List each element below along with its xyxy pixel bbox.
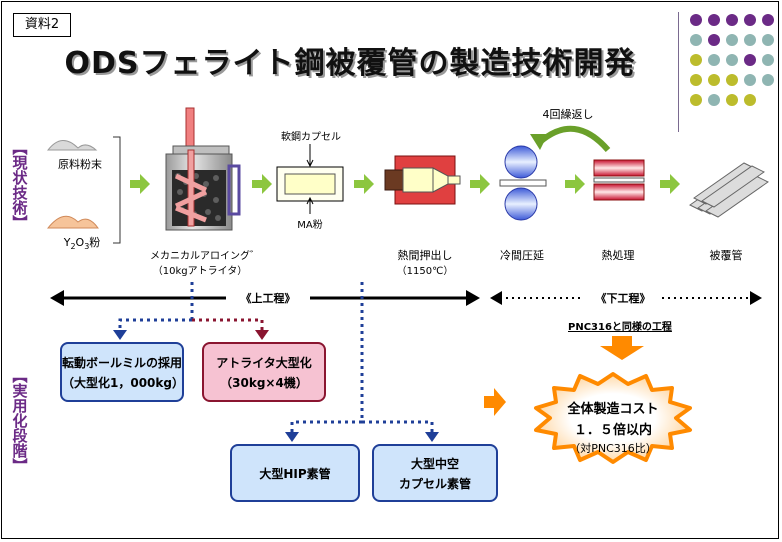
hot-extrusion-label: 熱間押出し	[397, 249, 453, 262]
powder-bracket	[113, 136, 121, 244]
cold-rolling-label: 冷間圧延	[500, 249, 544, 262]
cladding-tube-label: 被覆管	[709, 249, 743, 262]
temp-1150-label: （1150℃）	[396, 266, 454, 277]
decor-line	[678, 12, 679, 132]
dot-row-1	[690, 14, 774, 26]
mechanical-alloying-label: メカニカルアロイング゛	[150, 251, 260, 262]
attritor-large-line1: アトライタ大型化	[216, 355, 312, 370]
flow-arrow-4	[470, 174, 490, 194]
document-tag: 資料2	[13, 13, 71, 37]
raw-powder-heap-icon	[46, 140, 98, 151]
same-as-pnc316-label: PNC316と同様の工程	[568, 322, 672, 333]
total-cost-line2: １．５倍以内	[573, 423, 652, 438]
total-cost-text: 全体製造コスト １．５倍以内 （対PNC316比）	[551, 398, 675, 456]
dot-row-4	[690, 74, 774, 86]
repeat-label: 4回繰返し	[542, 108, 594, 121]
rolling-ball-mill-line1: 転動ボールミルの採用	[62, 355, 183, 370]
dot-row-5	[690, 94, 756, 106]
capsule-icon	[276, 144, 344, 214]
y2o3-mid: O	[75, 236, 85, 249]
cold-rolling-icon	[499, 145, 547, 221]
flow-arrows	[130, 174, 680, 194]
arrowhead-hollow	[425, 432, 439, 442]
flow-arrow-3	[354, 174, 374, 194]
large-hollow-line1: 大型中空	[410, 456, 459, 471]
dotted-connector-attritor	[118, 282, 264, 330]
extrusion-icon	[384, 155, 461, 205]
repeat-arrow-icon	[538, 125, 611, 152]
heat-treatment-icon	[593, 159, 645, 201]
raw-powder-label: 原料粉末	[58, 158, 102, 171]
orange-down-arrow	[600, 336, 644, 360]
ma-powder-label: MA粉	[297, 220, 323, 231]
arrowhead-attritor-large	[255, 330, 269, 340]
y2o3-heap-icon	[46, 215, 99, 229]
flow-arrow-6	[660, 174, 680, 194]
large-hollow-line2: カプセル素管	[398, 476, 471, 491]
y2o3-tail: 粉	[89, 236, 101, 249]
rolling-ball-mill-box: 転動ボールミルの採用 （大型化1，000kg）	[60, 342, 184, 402]
attritor-icon	[165, 107, 241, 231]
section-label-practical: 【実用化段階】	[8, 368, 30, 477]
orange-right-arrow	[484, 388, 506, 416]
attritor-large-box: アトライタ大型化 （30kg×4機）	[202, 342, 326, 402]
y2o3-sub2: 3	[84, 242, 90, 252]
dot-row-2	[690, 34, 774, 46]
section-label-current-text: 【現状技術】	[10, 140, 29, 230]
section-label-practical-text: 【実用化段階】	[10, 368, 29, 473]
dotted-connector-extrusion	[290, 282, 434, 432]
y2o3-label: Y2O3粉	[52, 234, 112, 251]
lower-process-label: 《下工程》	[584, 290, 662, 306]
dot-row-3	[690, 54, 774, 66]
cladding-tubes-icon	[689, 162, 769, 218]
total-cost-line3: （対PNC316比）	[569, 442, 657, 455]
upper-process-label: 《上工程》	[226, 290, 310, 306]
heat-treatment-label: 熱処理	[601, 249, 635, 262]
arrowhead-ball-mill	[113, 330, 127, 340]
section-label-current: 【現状技術】	[8, 140, 30, 234]
large-hollow-box: 大型中空 カプセル素管	[372, 444, 498, 502]
y2o3-sub1: 2	[70, 242, 76, 252]
large-hip-label: 大型HIP素管	[259, 466, 331, 481]
cost-burst-shape	[534, 372, 692, 464]
large-hip-box: 大型HIP素管	[230, 444, 360, 502]
page-title: ODSフェライト鋼被覆管の製造技術開発	[64, 46, 636, 81]
attritor-large-line2: （30kg×4機）	[220, 375, 308, 390]
total-cost-line1: 全体製造コスト	[567, 402, 659, 417]
arrowhead-hip	[285, 432, 299, 442]
attritor-10kg-label: （10kgアトライタ）	[152, 266, 248, 277]
flow-arrow-1	[130, 174, 150, 194]
y2o3-base: Y	[63, 236, 71, 249]
flow-arrow-2	[252, 174, 272, 194]
rolling-ball-mill-line2: （大型化1，000kg）	[62, 375, 184, 390]
flow-arrow-5	[565, 174, 585, 194]
soft-steel-capsule-label: 軟鋼カプセル	[281, 132, 341, 143]
decor-dot-grid	[690, 14, 774, 106]
